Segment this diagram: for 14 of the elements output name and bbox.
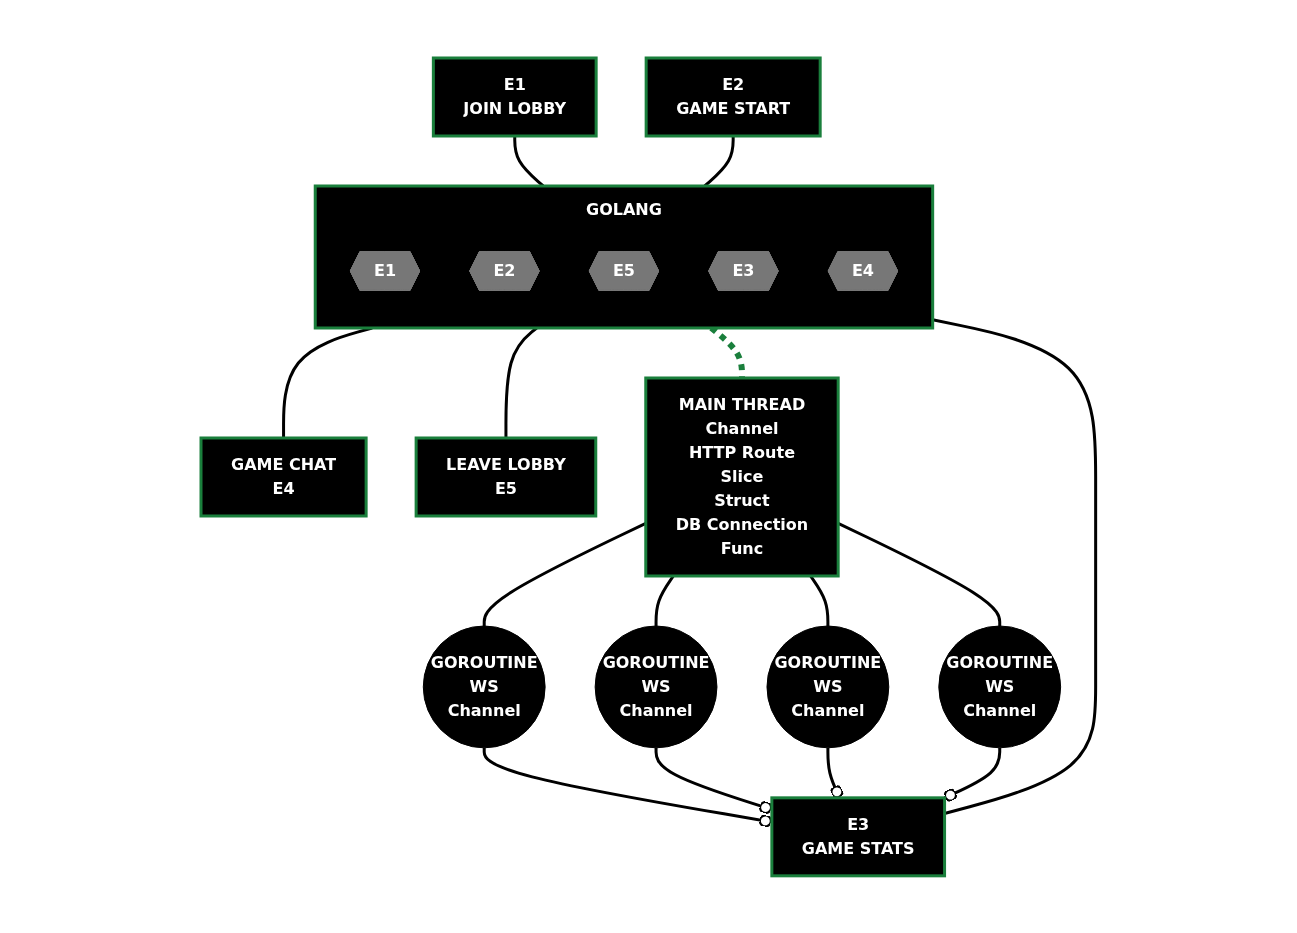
- connector: [944, 747, 1002, 802]
- node-box: E1 JOIN LOBBY: [432, 56, 598, 138]
- node-circle: GOROUTINE WS Channel: [766, 625, 890, 748]
- node-box: E2 GAME START: [644, 56, 822, 138]
- node-box: LEAVE LOBBY E5: [414, 436, 598, 518]
- node-circle: GOROUTINE WS Channel: [594, 625, 718, 748]
- connector: [932, 317, 1098, 815]
- connector: [482, 747, 773, 828]
- connector: [654, 747, 773, 814]
- node-box: MAIN THREAD Channel HTTP Route Slice Struct DB Connection Func: [644, 376, 840, 578]
- node-circle: GOROUTINE WS Channel: [422, 625, 546, 748]
- node-circle: GOROUTINE WS Channel: [938, 625, 1062, 748]
- node-box: E3 GAME STATS: [770, 795, 947, 877]
- node-box: GAME CHAT E4: [199, 436, 368, 518]
